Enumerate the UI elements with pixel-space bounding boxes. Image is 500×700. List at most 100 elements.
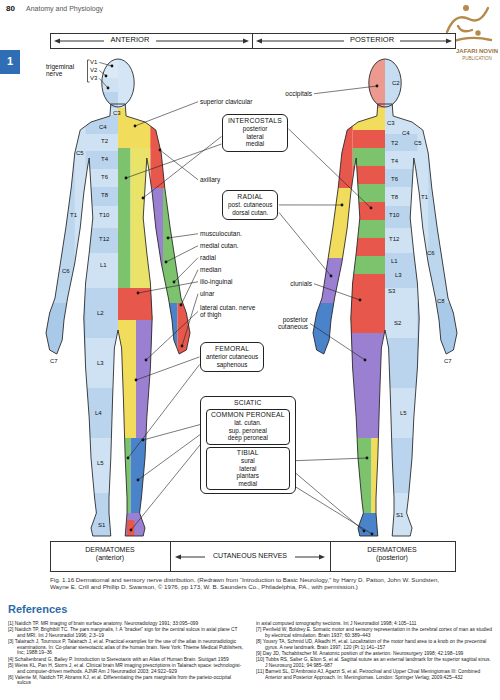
leader-line [143,136,222,198]
leader-dot [142,197,145,200]
bracket [88,60,90,82]
dermatome-label: T8 [391,194,398,201]
nerve-area [353,130,385,148]
reference-entry: [9] Day JD, Tschabitscher M. Anatomic po… [256,651,494,657]
dermatome-label: C5 [76,150,84,157]
nerve-label: medial cutan. [200,242,239,249]
leader-dot [127,457,130,460]
dermatome-label: T6 [391,176,398,183]
nerve-label: occipitals [285,90,312,97]
nerve-area [150,188,163,303]
logo-stroke [458,26,472,31]
dermatome-label: T12 [389,236,399,243]
dermatome-area [86,115,118,134]
dermatome-label: L2 [97,310,104,317]
reference-column: in axial computed tomography sections. I… [256,621,494,681]
leader-line [279,212,331,276]
dermatome-label: S3 [388,288,395,295]
nerve-area [118,320,136,438]
nerve-name: post. cutaneous [228,201,272,209]
leader-line [182,294,198,346]
band-heading: DERMATOMES (posterior) [355,546,429,562]
nerve-label: trigeminal nerve [46,63,84,78]
dermatome-label: C5 [414,140,422,147]
dermatome-label: L5 [400,410,407,417]
nerve-name: lat. cutan. [211,419,285,427]
nerve-area [349,513,385,538]
nerve-name: sup. peroneal [211,427,285,435]
box-heading: SCIATIC [206,399,290,407]
nerve-box: INTERCOSTALSposteriorlateralmedial [222,114,288,152]
leader-line [314,284,360,300]
dermatome-label: C3 [387,120,395,127]
leader-dot [145,359,148,362]
leader-dot [165,261,168,264]
band-divider [170,542,171,572]
nerve-area [131,148,151,288]
watermark: PUBLICATION [462,56,492,61]
leader-dot [105,75,108,78]
nerve-name: plantars [211,472,285,480]
logo-stroke [447,8,488,32]
leader-line [128,364,200,458]
nerve-label: ilio-inguinal [200,278,233,285]
reference-entry: [8] Yousry TA, Schmid UD, Alkadhi H, et … [256,639,494,650]
nerve-name: posterior [228,125,282,133]
leader-dot [330,275,333,278]
nerve-area [295,108,385,130]
box-heading: INTERCOSTALS [228,117,282,125]
nerve-name: anterior cutaneous [206,353,258,361]
dermatome-label: T6 [101,174,108,181]
dermatome-label: T10 [389,212,399,219]
leader-line [310,323,365,360]
nerve-label: musculocutan. [200,230,242,237]
reference-column: [1] Naidich TP. MR imaging of brain surf… [8,621,244,687]
view-heading: ANTERIOR [111,36,150,45]
dermatome-label: C7 [444,358,452,365]
dermatome-area [28,58,118,538]
nerve-name: sural [211,457,285,465]
dermatome-label: L3 [97,360,104,367]
dermatome-area [385,58,475,108]
leader-dot [173,281,176,284]
nerve-area [295,122,353,188]
body-fill [295,58,475,538]
leader-line [135,102,198,126]
nerve-label: ulnar [200,290,214,297]
dermatome-label: S2 [394,320,401,327]
leader-dot [167,237,170,240]
leader-dot [125,177,128,180]
dermatome-label: V1 [90,59,97,66]
nerve-area [118,513,154,538]
running-head: Anatomy and Physiology [26,5,103,13]
leader-dot [371,533,374,536]
nerve-area [150,122,208,188]
body-outline [313,104,457,536]
leader-line [314,86,377,94]
nerve-area [353,148,385,166]
reference-entry: [7] Penfield W, Boldrey E. Somatic motor… [256,627,494,638]
reference-entry: [11] Barnett SL, D'Ambrosio AJ, Agazzi S… [256,669,494,680]
dermatome-label: C4 [402,130,410,137]
box-heading: COMMON PERONEAL [211,411,285,419]
reference-entry: [5] Weiss KL, Pan H, Storrs J, et al. Cl… [8,663,244,674]
dermatome-label: C2 [392,80,400,87]
chapter-tab [0,50,20,74]
dermatome-label: T1 [421,194,428,201]
leader-line [138,282,198,293]
dermatome-label: L1 [391,258,398,265]
band-heading: DERMATOMES (anterior) [75,546,145,562]
leader-dot [142,439,145,442]
nerve-box: COMMON PERONEALlat. cutan.sup. peroneald… [206,409,290,445]
view-bar-divider [252,34,253,49]
dermatome-label: V3 [90,75,97,82]
leader-line [181,270,198,305]
dermatome-area [385,438,421,493]
dermatome-area [86,151,118,169]
logo-dot [464,6,468,10]
dermatome-area [385,338,421,388]
dermatome-label: V2 [90,67,97,74]
nerve-area [118,438,131,513]
leader-line [168,234,198,238]
